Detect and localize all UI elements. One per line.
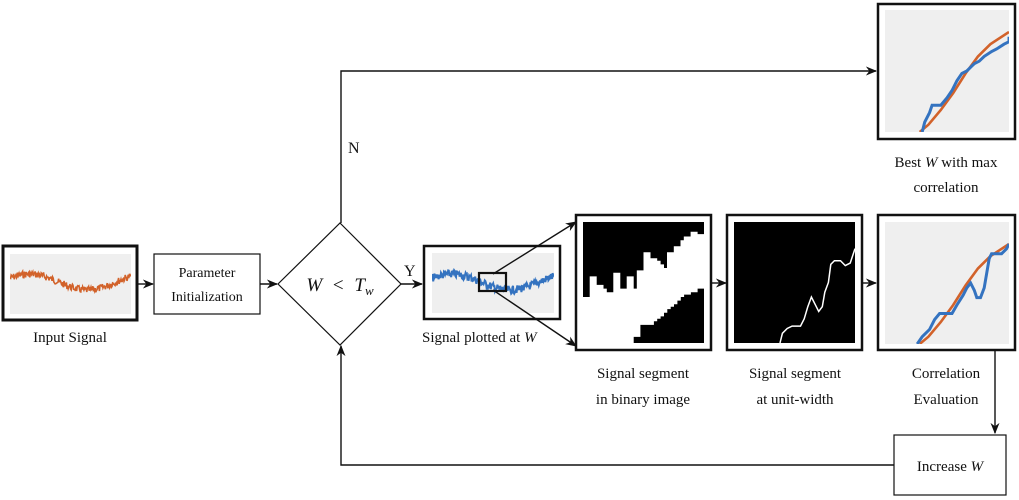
correlation-candidate-line xyxy=(915,243,1009,344)
best-w-plot-bg xyxy=(885,10,1009,132)
zoom-line-bottom xyxy=(492,289,577,347)
yes-label: Y xyxy=(404,263,416,280)
correlation-plot-bg xyxy=(885,222,1009,344)
input-signal-node: Input Signal xyxy=(1,244,139,346)
best-w-candidate-line xyxy=(920,36,1009,132)
decision-node: W < Tw xyxy=(277,222,402,346)
signal-plotted-caption-var: W xyxy=(524,330,538,346)
binary-segment-caption-line1: Signal segment xyxy=(597,366,690,382)
best-w-caption-line2: correlation xyxy=(914,180,979,196)
best-w-caption-var: W xyxy=(925,155,939,171)
best-w-caption-line1: Best W with max xyxy=(895,155,998,171)
unit-width-node: Signal segment at unit-width xyxy=(725,213,864,408)
parameter-initialization-line1: Parameter xyxy=(179,266,236,281)
parameter-initialization-box xyxy=(153,253,261,315)
parameter-initialization-node: Parameter Initialization xyxy=(153,253,261,315)
arrow-loop-back xyxy=(336,344,894,466)
unit-width-trace xyxy=(779,248,856,344)
binary-segment-white-region xyxy=(583,231,705,343)
signal-plotted-node: Signal plotted at W xyxy=(422,244,562,346)
binary-segment-caption-line2: in binary image xyxy=(596,392,690,408)
unit-width-caption-line1: Signal segment xyxy=(749,366,842,382)
input-signal-caption: Input Signal xyxy=(33,330,107,346)
arrow-no-branch xyxy=(340,66,878,223)
no-label: N xyxy=(348,140,360,157)
increase-w-label: Increase W xyxy=(917,459,985,475)
decision-condition: W < Tw xyxy=(306,275,374,298)
segment-selection-box xyxy=(477,271,508,293)
signal-plotted-waveform xyxy=(432,267,554,296)
zoom-line-top xyxy=(492,221,577,275)
signal-plotted-caption: Signal plotted at W xyxy=(422,330,538,346)
unit-width-caption-line2: at unit-width xyxy=(756,392,834,408)
best-w-node: Best W with max correlation xyxy=(876,2,1017,196)
parameter-initialization-line2: Initialization xyxy=(171,290,243,305)
unit-width-image xyxy=(734,222,855,343)
input-signal-waveform xyxy=(10,268,131,295)
increase-w-box xyxy=(893,434,1007,496)
correlation-caption-line1: Correlation xyxy=(912,366,981,382)
signal-plotted-caption-text: Signal plotted at xyxy=(422,330,524,346)
decision-threshold-sub: w xyxy=(365,283,374,298)
increase-w-text: Increase xyxy=(917,459,971,475)
best-w-caption-pre: Best xyxy=(895,155,925,171)
decision-var: W xyxy=(306,275,324,296)
binary-segment-node: Signal segment in binary image xyxy=(574,213,713,408)
correlation-caption-line2: Evaluation xyxy=(914,392,979,408)
decision-op: < xyxy=(333,275,344,296)
increase-w-node: Increase W xyxy=(893,434,1007,496)
best-w-reference-line xyxy=(918,30,1009,132)
correlation-node: Correlation Evaluation xyxy=(876,213,1017,408)
best-w-caption-post: with max xyxy=(937,155,997,171)
decision-threshold: T xyxy=(354,275,366,296)
increase-w-var: W xyxy=(971,459,985,475)
